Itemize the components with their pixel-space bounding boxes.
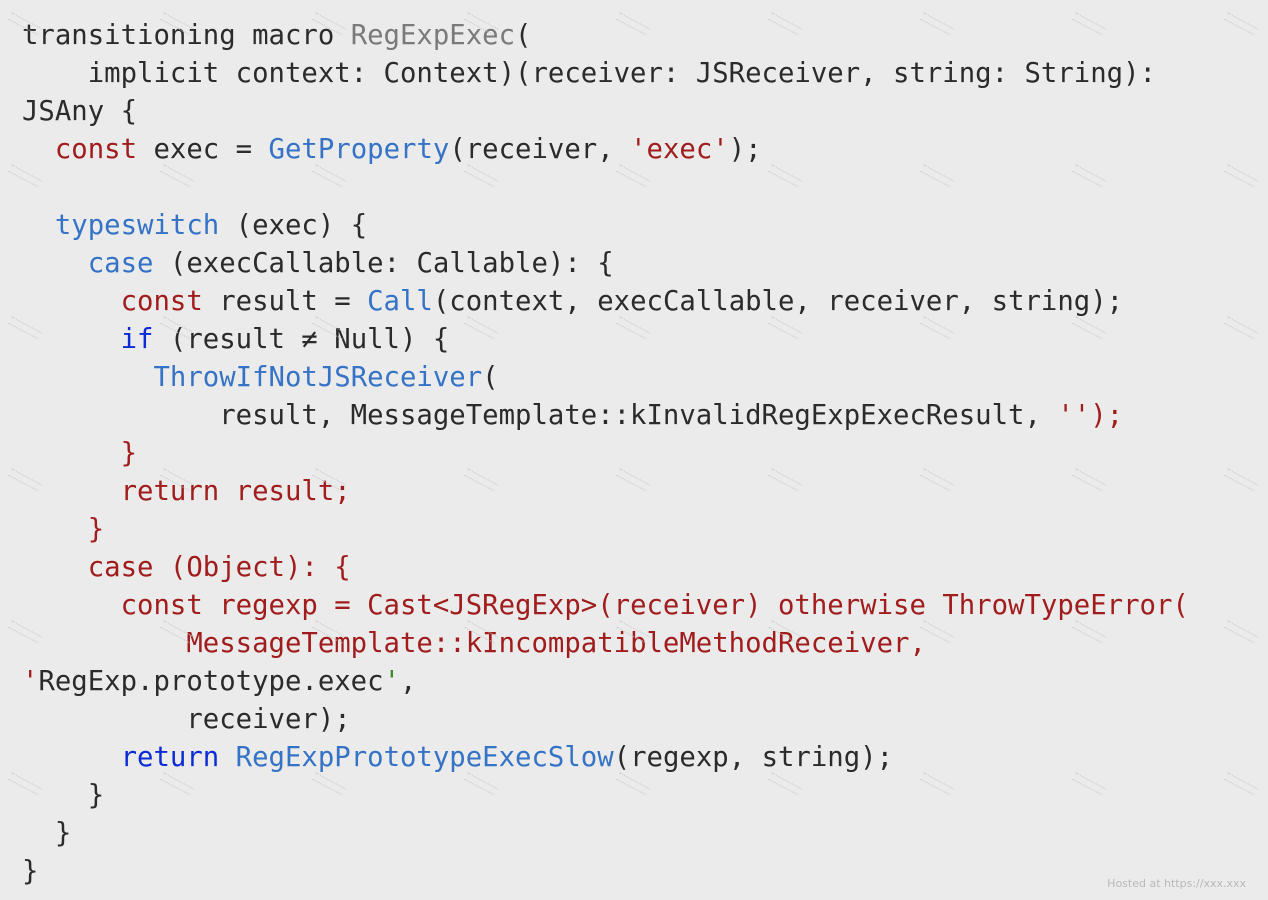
- code-token: Call: [367, 286, 433, 317]
- code-token: (receiver,: [449, 134, 631, 165]
- code-line: }: [22, 853, 1189, 891]
- hosted-watermark: Hosted at https://xxx.xxx: [1107, 877, 1246, 890]
- code-line: 'RegExp.prototype.exec',: [22, 663, 1189, 701]
- code-token: [22, 362, 153, 393]
- code-token: receiver);: [22, 704, 351, 735]
- code-token: [22, 552, 88, 583]
- code-token: implicit context: Context)(receiver: JSR…: [22, 58, 1156, 89]
- code-token: (execCallable: Callable): {: [153, 248, 614, 279]
- code-token: RegExpPrototypeExecSlow: [235, 742, 614, 773]
- code-line: JSAny {: [22, 93, 1189, 131]
- code-token: (exec) {: [219, 210, 368, 241]
- code-line: }: [22, 815, 1189, 853]
- code-token: const: [120, 286, 203, 317]
- code-token: case (Object): {: [87, 552, 351, 583]
- code-line: ThrowIfNotJSReceiver(: [22, 359, 1189, 397]
- code-line: const regexp = Cast<JSRegExp>(receiver) …: [22, 587, 1189, 625]
- code-token: return result;: [120, 476, 351, 507]
- code-token: [22, 628, 186, 659]
- code-token: (context, execCallable, receiver, string…: [432, 286, 1124, 317]
- code-line: transitioning macro RegExpExec(: [22, 17, 1189, 55]
- code-line: MessageTemplate::kIncompatibleMethodRece…: [22, 625, 1189, 663]
- code-token: result =: [202, 286, 368, 317]
- code-line: implicit context: Context)(receiver: JSR…: [22, 55, 1189, 93]
- code-token: [22, 286, 121, 317]
- code-token: 'exec': [630, 134, 729, 165]
- code-token: [22, 514, 88, 545]
- code-token: );: [728, 134, 762, 165]
- repeating-watermark: [1224, 164, 1258, 188]
- code-token: [22, 476, 121, 507]
- code-token: '': [1057, 400, 1091, 431]
- code-token: [22, 134, 55, 165]
- code-token: RegExp.prototype.exec: [38, 666, 384, 697]
- repeating-watermark: [1224, 772, 1258, 796]
- code-line: case (Object): {: [22, 549, 1189, 587]
- code-token: typeswitch: [54, 210, 220, 241]
- code-line: }: [22, 777, 1189, 815]
- code-block: transitioning macro RegExpExec( implicit…: [22, 17, 1189, 891]
- repeating-watermark: [1224, 468, 1258, 492]
- code-token: const: [54, 134, 138, 165]
- code-token: [22, 590, 121, 621]
- code-token: (: [515, 20, 532, 51]
- code-token: MessageTemplate::kIncompatibleMethodRece…: [186, 628, 926, 659]
- code-line: receiver);: [22, 701, 1189, 739]
- code-token: }: [120, 438, 138, 469]
- code-token: ThrowIfNotJSReceiver: [153, 362, 483, 393]
- code-token: [219, 742, 235, 773]
- code-line: const exec = GetProperty(receiver, 'exec…: [22, 131, 1189, 169]
- code-token: [22, 742, 121, 773]
- code-token: if: [120, 324, 154, 355]
- code-token: [22, 210, 55, 241]
- code-token: }: [22, 780, 105, 811]
- code-line: return RegExpPrototypeExecSlow(regexp, s…: [22, 739, 1189, 777]
- code-token: exec =: [137, 134, 269, 165]
- code-token: );: [1090, 400, 1124, 431]
- code-token: RegExpExec: [350, 20, 516, 51]
- code-line: }: [22, 511, 1189, 549]
- code-line: if (result ≠ Null) {: [22, 321, 1189, 359]
- code-token: [22, 248, 88, 279]
- code-token: (regexp, string);: [613, 742, 894, 773]
- code-token: [22, 324, 121, 355]
- code-token: (: [482, 362, 499, 393]
- code-token: }: [87, 514, 105, 545]
- code-token: }: [22, 856, 39, 887]
- code-line: result, MessageTemplate::kInvalidRegExpE…: [22, 397, 1189, 435]
- code-line: const result = Call(context, execCallabl…: [22, 283, 1189, 321]
- code-token: [22, 438, 121, 469]
- code-token: const regexp = Cast<JSRegExp>(receiver) …: [120, 590, 1189, 621]
- code-token: ,: [400, 666, 417, 697]
- code-token: result, MessageTemplate::kInvalidRegExpE…: [22, 400, 1058, 431]
- repeating-watermark: [1224, 316, 1258, 340]
- repeating-watermark: [1224, 620, 1258, 644]
- repeating-watermark: [1224, 12, 1258, 36]
- code-line: [22, 169, 1189, 207]
- code-token: (result ≠ Null) {: [153, 324, 450, 355]
- code-token: ': [383, 666, 400, 697]
- code-token: }: [22, 818, 72, 849]
- code-token: return: [120, 742, 220, 773]
- code-line: return result;: [22, 473, 1189, 511]
- code-token: ': [22, 666, 39, 697]
- code-token: transitioning macro: [22, 20, 351, 51]
- code-token: JSAny {: [22, 96, 138, 127]
- code-line: case (execCallable: Callable): {: [22, 245, 1189, 283]
- code-token: case: [87, 248, 154, 279]
- code-line: }: [22, 435, 1189, 473]
- code-line: typeswitch (exec) {: [22, 207, 1189, 245]
- code-token: GetProperty: [268, 134, 450, 165]
